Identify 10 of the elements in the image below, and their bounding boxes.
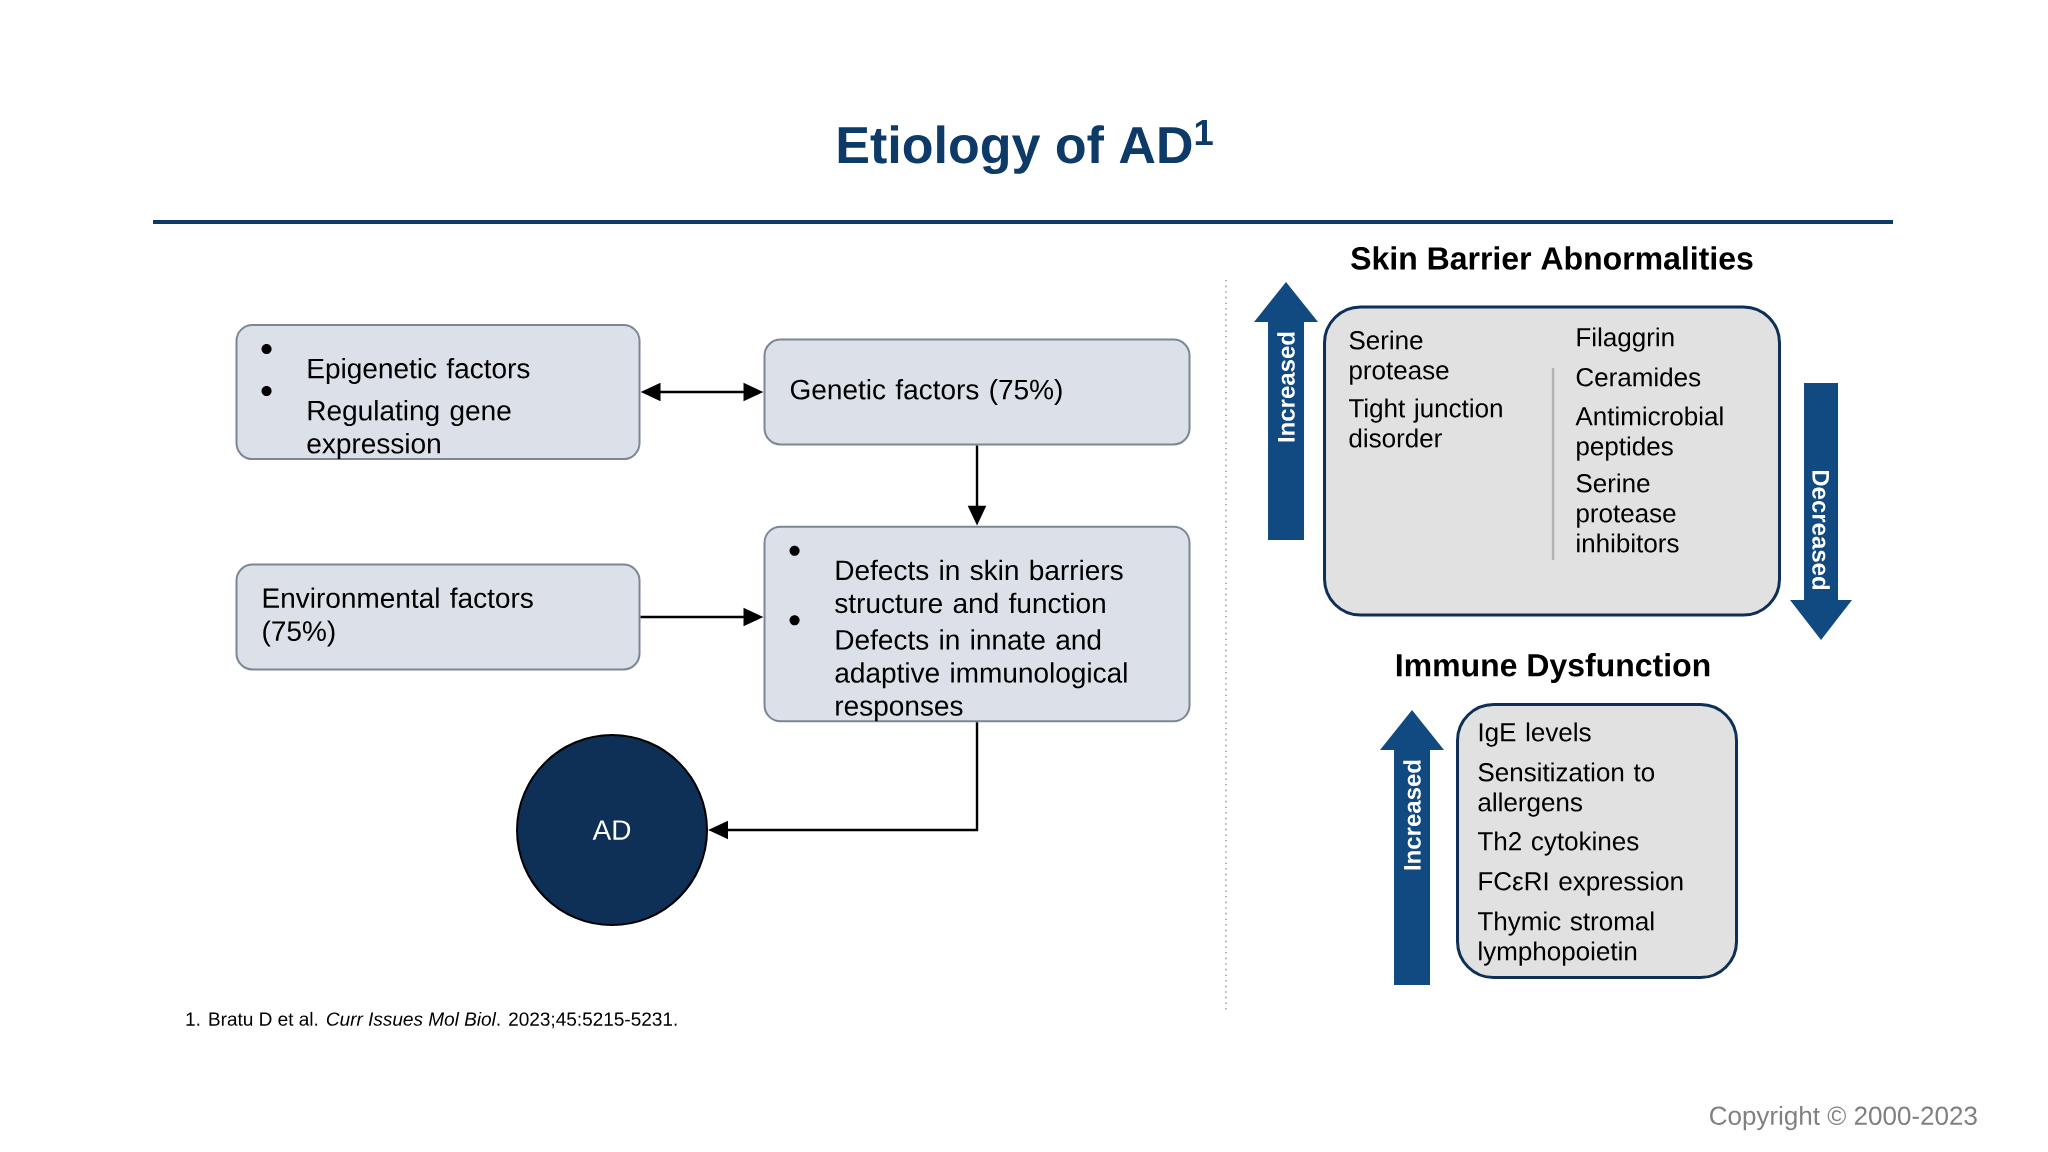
title: Etiology of AD$^{1}$ (838, 119, 1213, 175)
copyright: Copyright © 2000-2023 (1710, 1105, 1977, 1131)
node-label: Immune Dysfunction (1396, 653, 1710, 683)
bullet-box: Defects in skin barriers structure and function Defects in innate and adaptive immunological responses (763, 525, 1191, 723)
process-box: Genetic factors (75%) (763, 338, 1191, 446)
skin-barrier-panel: Skin Barrier Abnormalities Serine protease Tight junction disorder Filaggrin Ceramides Antimicrobial peptides Serine protease inhibitors (1323, 246, 1782, 617)
footnote: 1. Bratu D et al. Curr Issues Mol Biol. 2023;45:5215-5231. (186, 1011, 677, 1029)
bullet-box: Epigenetic factors Regulating gene expression (235, 323, 641, 461)
process-box: Environmental factors (75%) (235, 563, 641, 671)
node-label: Skin Barrier Abnormalities (1351, 246, 1753, 270)
